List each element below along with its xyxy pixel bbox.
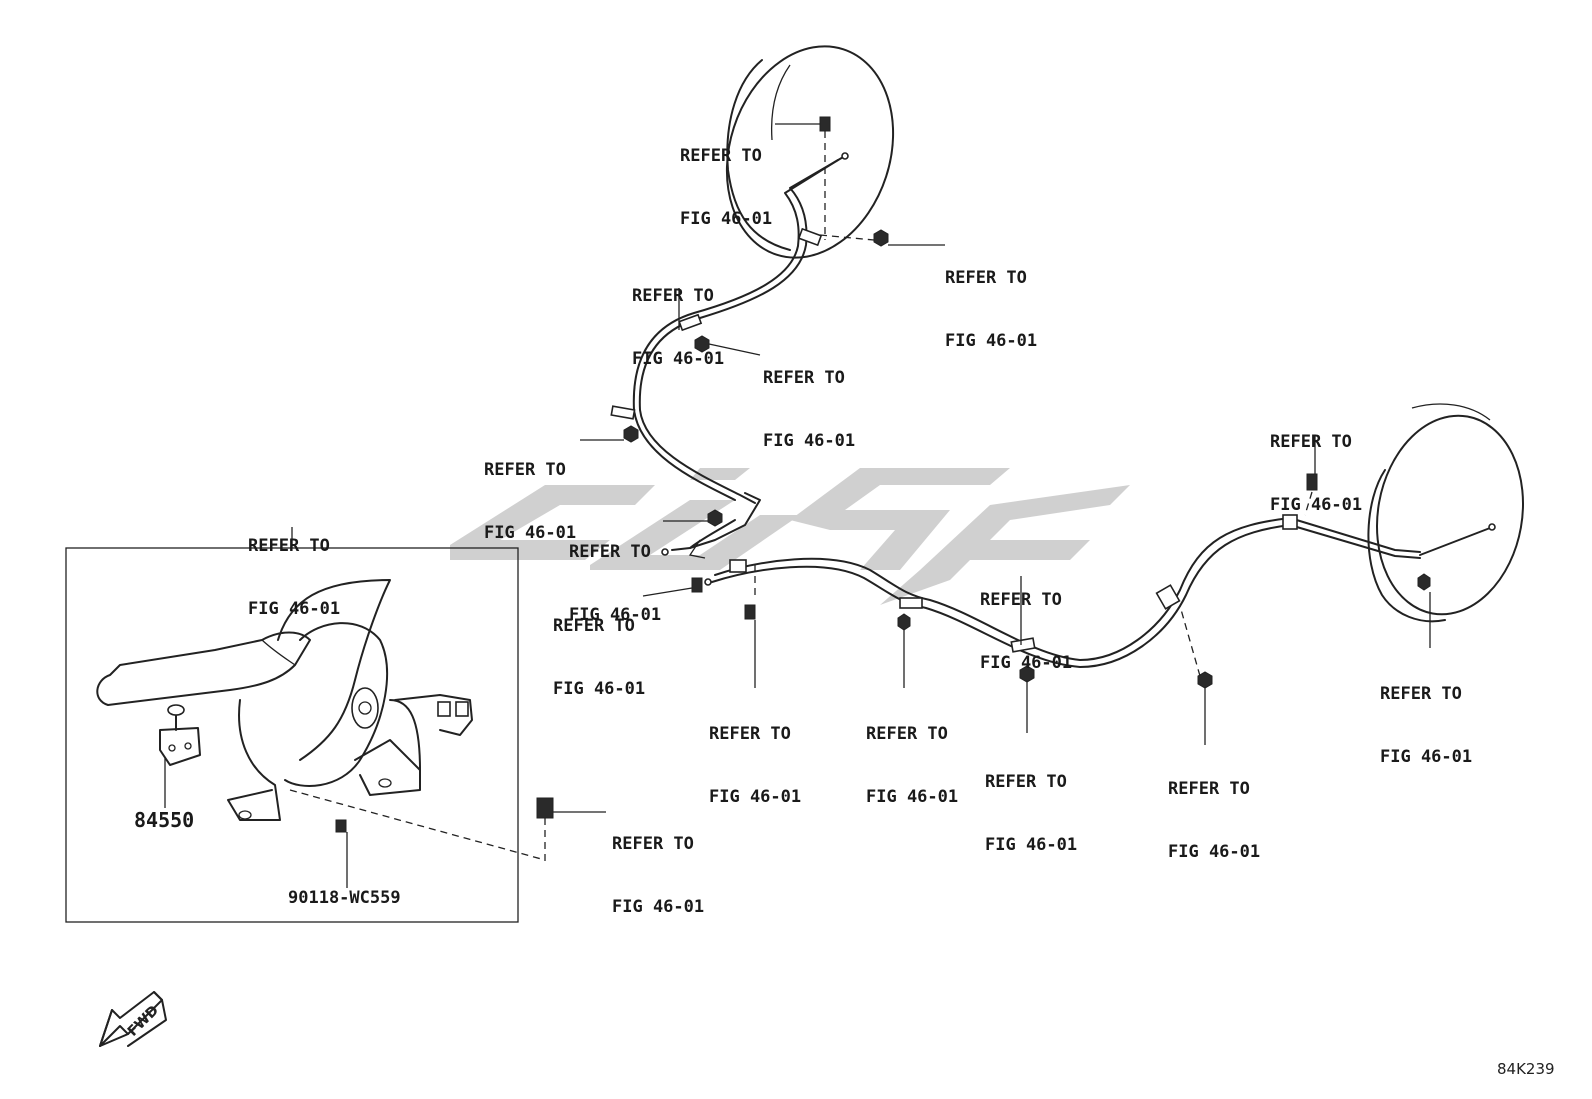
callout-right-drum-nut: REFER TO FIG 46-01 (1380, 642, 1472, 789)
upper-brake-drum (725, 45, 895, 259)
callout-line1: REFER TO (1168, 779, 1250, 799)
fwd-arrow-icon (99, 978, 167, 1047)
callout-center-bolt: REFER TO FIG 46-01 (709, 682, 801, 829)
callout-upper-clamp: REFER TO FIG 46-01 (632, 244, 724, 391)
callout-line2: FIG 46-01 (569, 605, 662, 625)
callout-line1: REFER TO (484, 460, 566, 480)
callout-line2: FIG 46-01 (612, 897, 705, 917)
callout-upper-nut: REFER TO FIG 46-01 (945, 226, 1037, 373)
leader-lines (164, 123, 1431, 888)
callout-line2: FIG 46-01 (1168, 842, 1261, 862)
right-brake-drum (1367, 403, 1525, 623)
callout-line1: REFER TO (248, 536, 330, 556)
callout-right-bolt: REFER TO FIG 46-01 (1270, 390, 1362, 537)
callout-line2: FIG 46-01 (866, 787, 959, 807)
callout-line1: REFER TO (945, 268, 1027, 288)
callout-right-clamp-nut: REFER TO FIG 46-01 (1168, 737, 1260, 884)
callout-line1: REFER TO (1380, 684, 1462, 704)
callout-line1: REFER TO (866, 724, 948, 744)
callout-line1: REFER TO (680, 146, 762, 166)
part-number-screw: 90118-WC559 (288, 888, 401, 908)
callout-line1: REFER TO (980, 590, 1062, 610)
callout-line2: FIG 46-01 (763, 431, 856, 451)
callout-line1: REFER TO (632, 286, 714, 306)
callout-upper-bolt: REFER TO FIG 46-01 (680, 104, 772, 251)
lever-switch-bracket (159, 704, 201, 766)
lever-assembly-box (65, 547, 519, 923)
callout-line1: REFER TO (553, 616, 635, 636)
parking-brake-lever (96, 579, 473, 821)
callout-line1: REFER TO (569, 542, 651, 562)
callout-line2: FIG 46-01 (945, 331, 1038, 351)
fasteners (335, 116, 1431, 833)
callout-line1: REFER TO (985, 772, 1067, 792)
callout-lower-cable: REFER TO FIG 46-01 (980, 548, 1072, 695)
callout-line2: FIG 46-01 (632, 349, 725, 369)
callout-cable-nut: REFER TO FIG 46-01 (866, 682, 958, 829)
callout-line2: FIG 46-01 (1380, 747, 1473, 767)
callout-line2: FIG 46-01 (680, 209, 773, 229)
callout-line2: FIG 46-01 (709, 787, 802, 807)
callout-lower-clamp-nut: REFER TO FIG 46-01 (484, 418, 576, 565)
callout-equalizer-nut: REFER TO FIG 46-01 (569, 500, 661, 647)
callout-line2: FIG 46-01 (1270, 495, 1363, 515)
part-number-84550: 84550 (134, 808, 195, 832)
watermark-logo (450, 468, 1130, 605)
upper-brake-cable (610, 152, 849, 504)
figure-id: 84K239 (1497, 1060, 1555, 1078)
callout-equalizer-bolt: REFER TO FIG 46-01 (553, 574, 645, 721)
callout-line2: FIG 46-01 (484, 523, 577, 543)
callout-line2: FIG 46-01 (248, 599, 341, 619)
callout-line2: FIG 46-01 (553, 679, 646, 699)
callout-line1: REFER TO (612, 834, 694, 854)
callout-lever-assembly: REFER TO FIG 46-01 (248, 494, 340, 641)
lower-brake-cable (704, 514, 1496, 668)
callout-line1: REFER TO (1270, 432, 1352, 452)
callout-clamp-nut: REFER TO FIG 46-01 (763, 326, 855, 473)
callout-lever-bolt: REFER TO FIG 46-01 (612, 792, 704, 939)
callout-line2: FIG 46-01 (985, 835, 1078, 855)
callout-line1: REFER TO (709, 724, 791, 744)
dashed-leaders (289, 131, 1313, 862)
cable-equalizer (661, 492, 761, 559)
callout-line1: REFER TO (763, 368, 845, 388)
callout-lower-clamp: REFER TO FIG 46-01 (985, 730, 1077, 877)
callout-line2: FIG 46-01 (980, 653, 1073, 673)
